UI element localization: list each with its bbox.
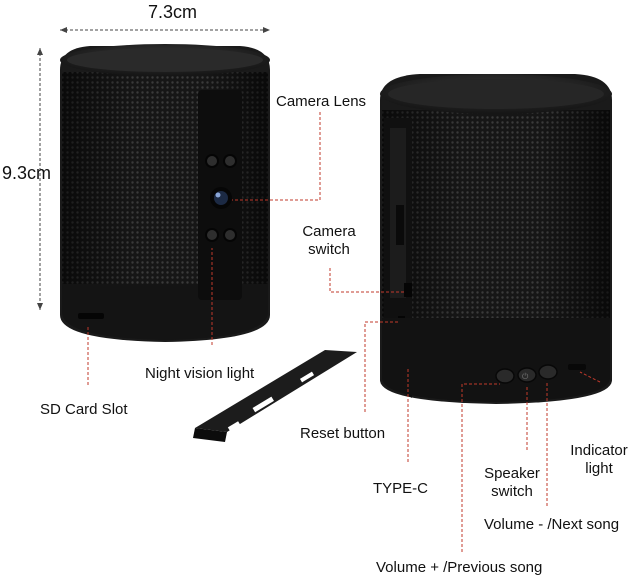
volume-plus-label: Volume + /Previous song <box>376 559 543 576</box>
volume-minus-button-icon <box>538 364 558 380</box>
right-speaker-side-view: ⏻ <box>380 74 612 404</box>
sd-slot-icon <box>78 313 104 319</box>
camera-lens-icon <box>210 187 232 209</box>
speaker-switch-label: Speaker switch <box>478 465 546 501</box>
type-c-label: TYPE-C <box>373 480 429 497</box>
indicator-light-label-line2: light <box>585 460 613 477</box>
height-dimension <box>37 48 43 310</box>
camera-switch-label-line1: Camera <box>302 223 356 240</box>
night-vision-light-label: Night vision light <box>145 365 255 382</box>
speaker-switch-button-icon <box>517 367 537 383</box>
speaker-switch-label-line2: switch <box>491 483 533 500</box>
leader-lines <box>87 112 601 552</box>
svg-text:⏻: ⏻ <box>522 372 529 381</box>
camera-switch-icon <box>404 283 412 297</box>
camera-switch-label: Camera switch <box>296 223 362 259</box>
ir-led-icons <box>205 154 237 242</box>
width-dimension <box>60 27 270 33</box>
camera-switch-label-line2: switch <box>308 241 350 258</box>
volume-plus-button-icon <box>495 368 515 384</box>
width-label: 7.3cm <box>148 2 198 22</box>
mount-bracket <box>193 350 357 442</box>
indicator-light-label-line1: Indicator <box>570 442 628 459</box>
left-speaker-front-view <box>60 44 270 342</box>
reset-button-label: Reset button <box>300 425 386 442</box>
volume-minus-label: Volume - /Next song <box>484 516 620 533</box>
sd-card-slot-label: SD Card Slot <box>40 401 128 418</box>
indicator-light-label: Indicator light <box>560 442 638 478</box>
speaker-switch-label-line1: Speaker <box>484 465 540 482</box>
indicator-light-icon <box>568 364 586 370</box>
camera-lens-label: Camera Lens <box>276 93 367 110</box>
height-label: 9.3cm <box>2 163 52 183</box>
